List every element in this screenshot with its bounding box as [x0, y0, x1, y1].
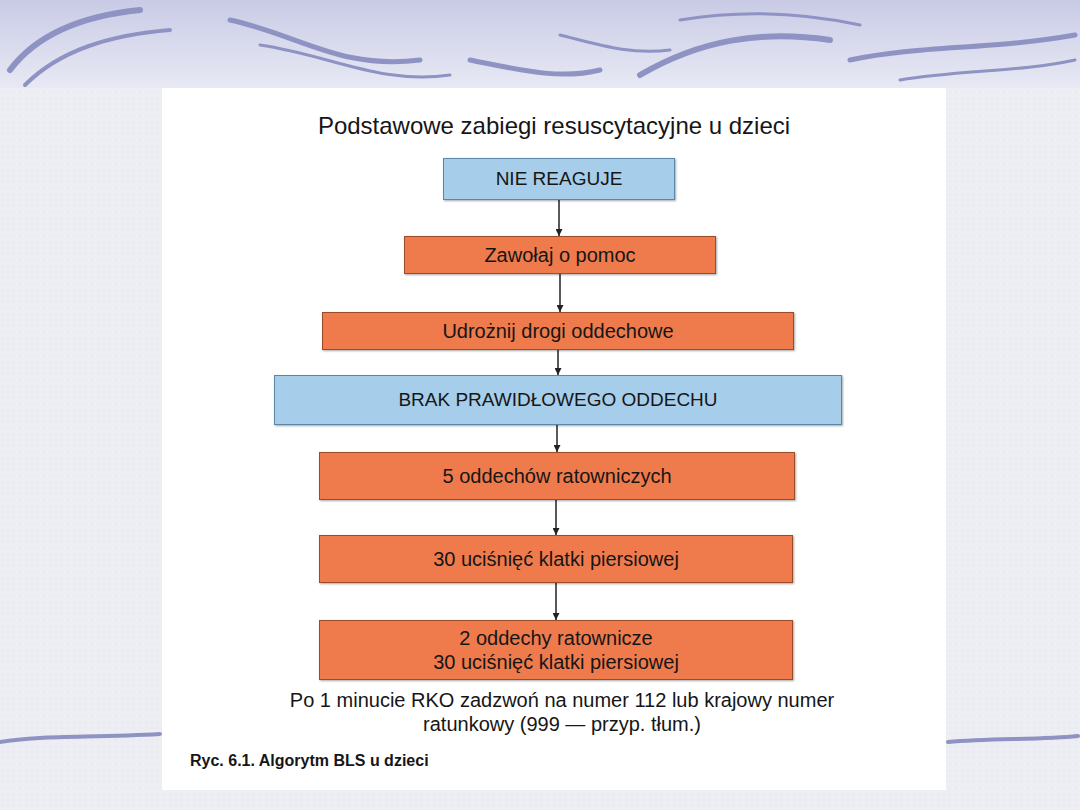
note-text: Po 1 minucie RKO zadzwoń na numer 112 lu… [262, 688, 862, 736]
header-band [0, 0, 1080, 88]
box-text: Zawołaj o pomoc [484, 243, 635, 267]
action-box: 30 uciśnięć klatki piersiowej [319, 535, 793, 583]
flow-arrow [557, 350, 559, 375]
flow-arrow [558, 200, 560, 236]
box-text: NIE REAGUJE [496, 167, 623, 191]
flow-arrow [555, 583, 557, 620]
action-box: 2 oddechy ratownicze30 uciśnięć klatki p… [319, 620, 793, 680]
box-text: 2 oddechy ratownicze [459, 626, 652, 650]
action-box: 5 oddechów ratowniczych [319, 452, 795, 500]
box-text: 5 oddechów ratowniczych [442, 464, 671, 488]
box-text: 30 uciśnięć klatki piersiowej [433, 547, 679, 571]
box-text: BRAK PRAWIDŁOWEGO ODDECHU [398, 388, 717, 412]
action-box: Udrożnij drogi oddechowe [322, 312, 794, 350]
flow-arrow [555, 500, 557, 535]
condition-box: BRAK PRAWIDŁOWEGO ODDECHU [274, 375, 842, 425]
action-box: Zawołaj o pomoc [404, 236, 716, 274]
box-text: Udrożnij drogi oddechowe [442, 319, 673, 343]
flow-arrow [556, 425, 558, 452]
box-text: 30 uciśnięć klatki piersiowej [433, 650, 679, 674]
figure-caption: Ryc. 6.1. Algorytm BLS u dzieci [190, 752, 429, 770]
flow-arrow [559, 274, 561, 312]
condition-box: NIE REAGUJE [443, 158, 675, 200]
diagram-title: Podstawowe zabiegi resuscytacyjne u dzie… [162, 112, 946, 140]
